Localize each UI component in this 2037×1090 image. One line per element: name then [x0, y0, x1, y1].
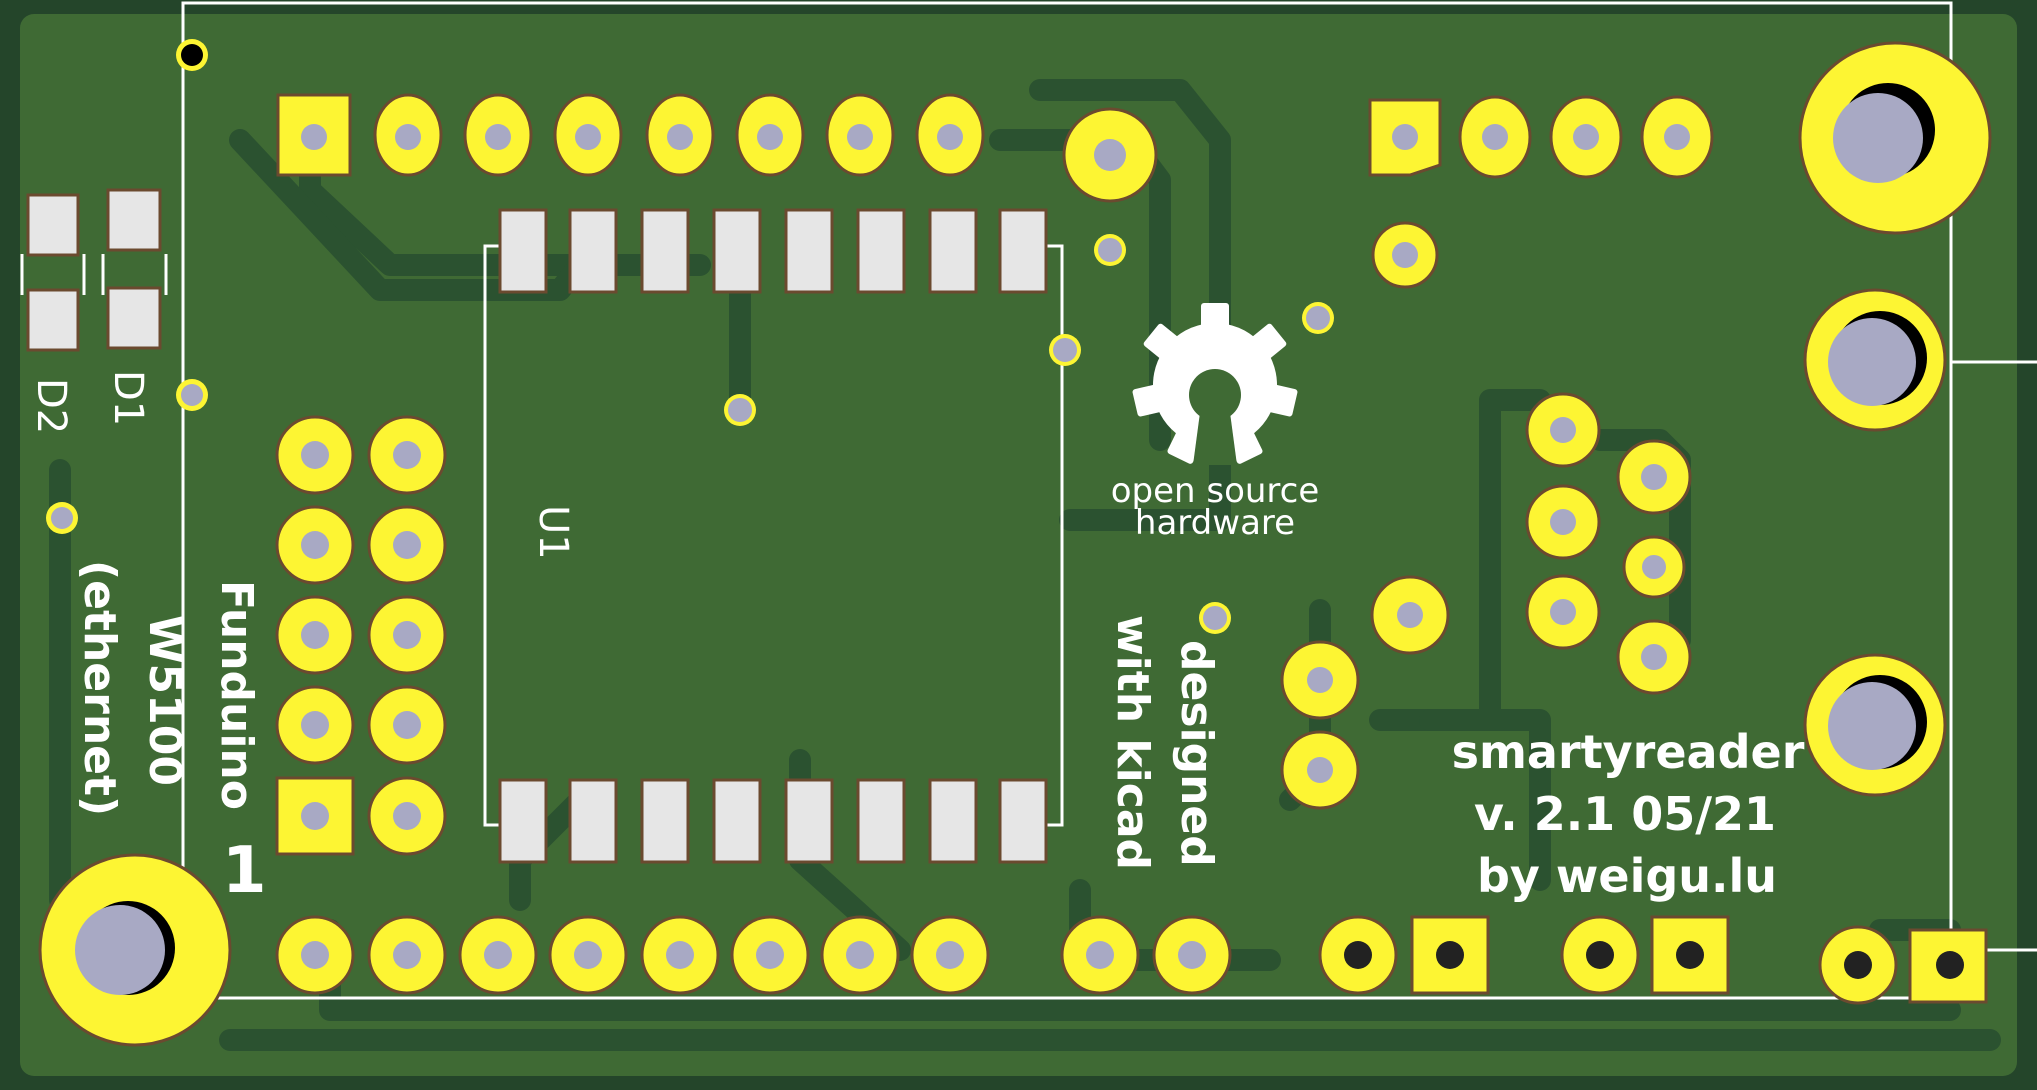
- version-date: v. 2.1 05/21: [1474, 787, 1776, 841]
- u1-pads-bottom: [498, 778, 1048, 864]
- ethernet-label: (ethernet): [74, 560, 125, 816]
- header-bottom-holes: [301, 941, 1964, 979]
- u1-pads-top: [498, 208, 1048, 294]
- author-credit: by weigu.lu: [1477, 849, 1777, 903]
- header-top-right-holes: [1392, 124, 1690, 268]
- with-kicad-label: with kicad: [1107, 615, 1158, 870]
- silkscreen-outline: [20, 1, 2037, 1000]
- header-top-left[interactable]: [276, 93, 1158, 203]
- product-name: smartyreader: [1452, 725, 1805, 779]
- pin1-marker: 1: [222, 834, 267, 908]
- d2-label: D2: [28, 378, 74, 434]
- open-source-hardware-gear-icon: [1132, 303, 1298, 465]
- vias: [46, 39, 1334, 634]
- header-top-left-holes: [301, 124, 1126, 171]
- designed-label: designed: [1171, 640, 1222, 867]
- osh-label-line2: hardware: [1135, 503, 1295, 543]
- d1-label: D1: [105, 370, 151, 426]
- u1-label: U1: [530, 505, 576, 560]
- funduino-label: Funduino: [211, 580, 262, 810]
- mounting-holes: [38, 41, 1992, 1047]
- osh-label-line1: open source: [1111, 471, 1320, 511]
- w5100-label: W5100: [139, 615, 190, 786]
- header-2x5-holes: [301, 441, 421, 830]
- connector-cluster-holes: [1307, 417, 1667, 783]
- led-pads: [26, 188, 162, 352]
